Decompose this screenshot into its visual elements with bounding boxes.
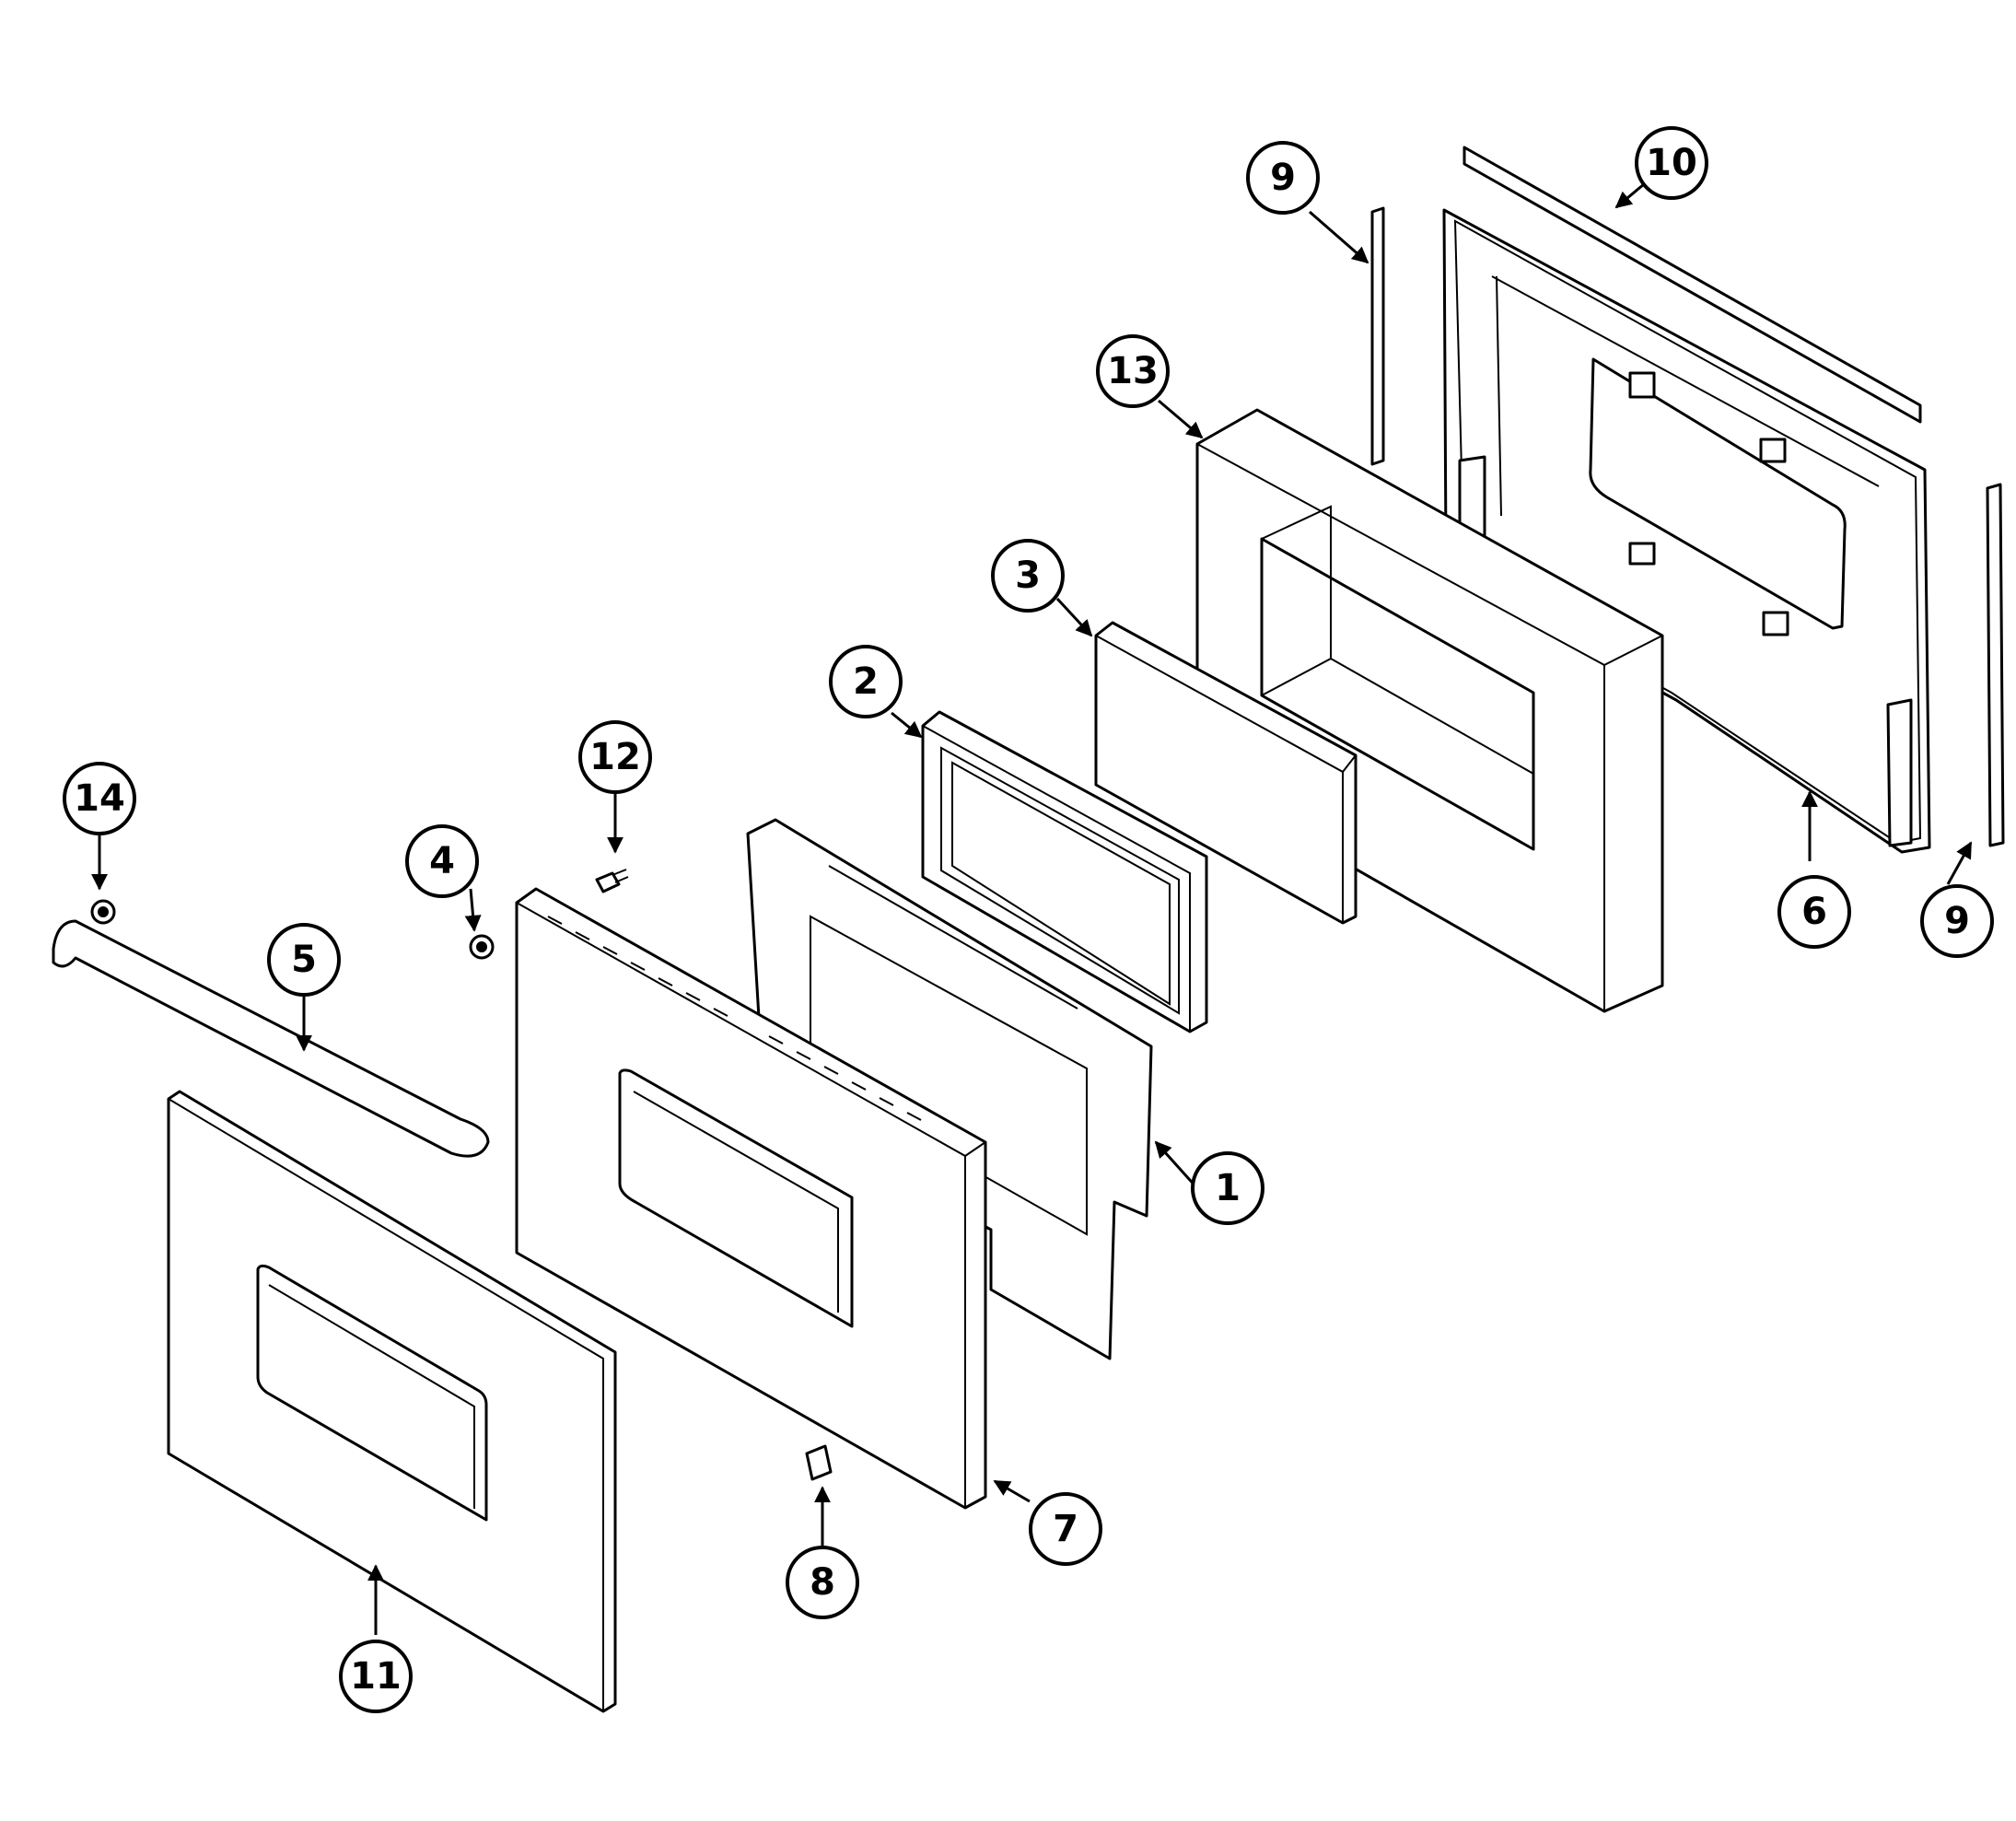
callout-10: 10 bbox=[1635, 126, 1708, 200]
callout-6: 6 bbox=[1777, 875, 1851, 949]
callout-5-label: 5 bbox=[291, 939, 317, 981]
callout-4: 4 bbox=[405, 824, 479, 898]
callout-1: 1 bbox=[1191, 1151, 1264, 1225]
callout-11: 11 bbox=[339, 1640, 413, 1713]
part-14-handle-end-cap bbox=[90, 899, 116, 925]
callout-9-right: 9 bbox=[1920, 884, 1994, 958]
callout-6-label: 6 bbox=[1801, 891, 1827, 933]
part-9-side-strip-right bbox=[1986, 483, 2005, 847]
callout-12-label: 12 bbox=[589, 736, 641, 778]
callout-8-label: 8 bbox=[810, 1561, 835, 1604]
callout-2-label: 2 bbox=[853, 660, 879, 703]
callout-13: 13 bbox=[1096, 334, 1170, 408]
callout-10-label: 10 bbox=[1646, 142, 1697, 184]
part-4-nut bbox=[469, 934, 495, 960]
callout-14: 14 bbox=[63, 762, 136, 835]
part-12-screw bbox=[595, 869, 629, 893]
part-2-glass-frame bbox=[921, 710, 1208, 1033]
callout-14-label: 14 bbox=[74, 777, 125, 820]
callout-3: 3 bbox=[991, 539, 1065, 613]
callout-8: 8 bbox=[786, 1546, 859, 1619]
callout-5: 5 bbox=[267, 923, 341, 997]
callout-9-top: 9 bbox=[1246, 141, 1320, 215]
callout-2: 2 bbox=[829, 645, 903, 718]
part-8-hinge-clip bbox=[805, 1444, 833, 1481]
part-7-door-frame bbox=[515, 887, 987, 1510]
part-3-glass-panel bbox=[1094, 621, 1358, 925]
part-5-door-handle bbox=[52, 919, 490, 1158]
callout-7-label: 7 bbox=[1053, 1508, 1078, 1550]
part-7-vent-slots bbox=[547, 916, 922, 1121]
callout-4-label: 4 bbox=[429, 840, 455, 882]
part-9-side-strip-left bbox=[1370, 206, 1385, 466]
part-10-top-trim bbox=[1462, 146, 1922, 424]
callout-1-label: 1 bbox=[1215, 1167, 1241, 1209]
callout-12: 12 bbox=[578, 720, 652, 794]
callout-3-label: 3 bbox=[1015, 554, 1041, 597]
callout-11-label: 11 bbox=[350, 1655, 402, 1698]
callout-7: 7 bbox=[1029, 1492, 1102, 1566]
callout-9-right-label: 9 bbox=[1944, 900, 1970, 942]
callout-9-top-label: 9 bbox=[1270, 157, 1296, 199]
part-6-inner-door-panel bbox=[1442, 208, 1931, 854]
part-11-outer-door-panel bbox=[167, 1090, 617, 1713]
leader-lines bbox=[91, 182, 1973, 1635]
callout-13-label: 13 bbox=[1107, 350, 1159, 392]
